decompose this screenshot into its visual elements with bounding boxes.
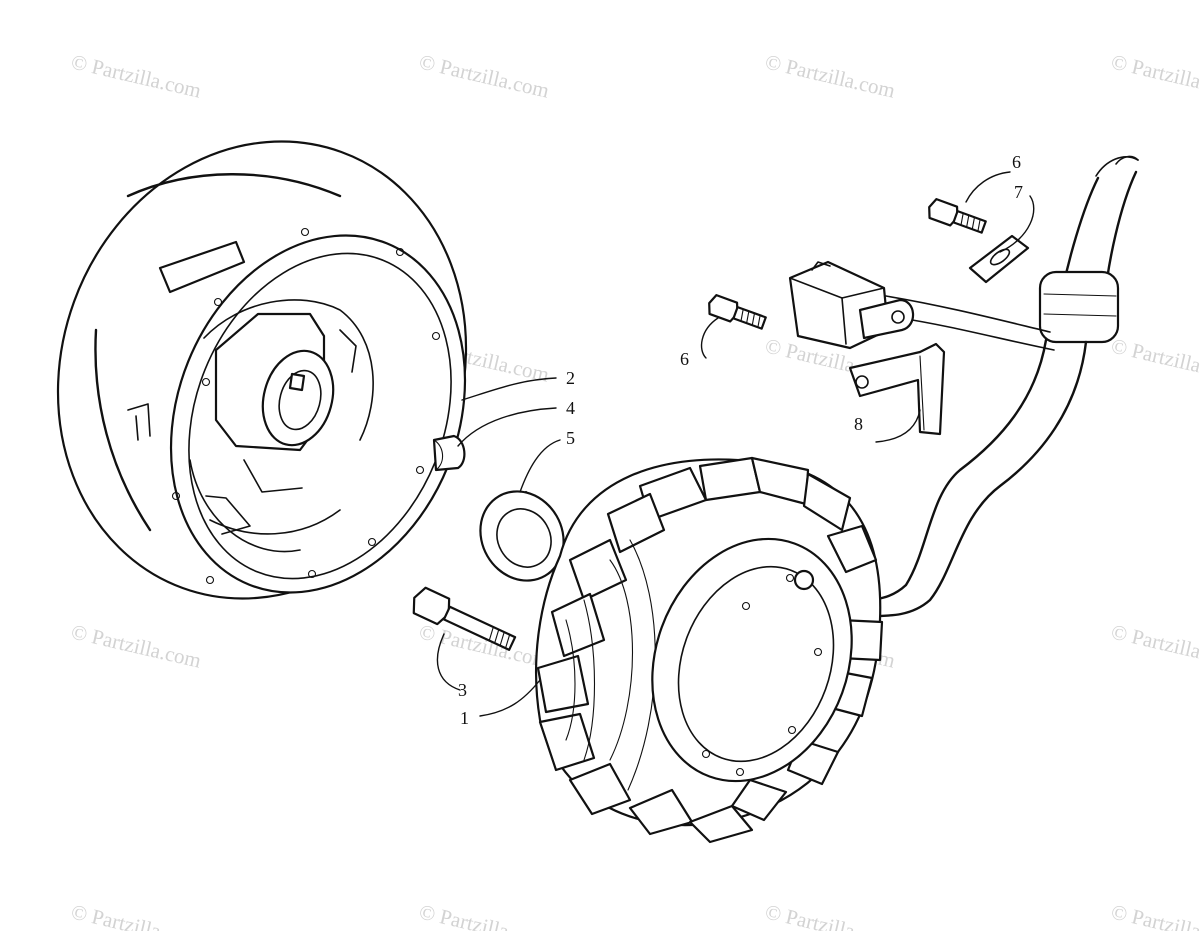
callout-label: 4 xyxy=(566,398,575,418)
leader-lines xyxy=(436,171,1035,717)
stator-icon xyxy=(534,456,884,844)
wire-harness-icon xyxy=(858,155,1139,618)
pickup-sensor-icon xyxy=(788,260,915,350)
grommet-icon xyxy=(1038,270,1120,344)
callout-label: 2 xyxy=(566,368,575,388)
callout-label: 7 xyxy=(1014,182,1023,202)
callout-label: 3 xyxy=(458,680,467,700)
callout-label: 6 xyxy=(1012,152,1021,172)
callout-labels: 2 4 5 3 1 6 6 7 8 xyxy=(458,152,1023,728)
bolt-icon xyxy=(412,586,517,651)
screw-icon xyxy=(708,294,767,330)
callout-label: 6 xyxy=(680,349,689,369)
collar-icon xyxy=(479,490,565,582)
watermark: © Partzilla.com xyxy=(763,49,898,102)
watermark: © Partzilla.com xyxy=(69,899,204,931)
watermark: © Partzilla.com xyxy=(69,49,204,102)
watermark: © Partzilla.com xyxy=(1109,619,1200,672)
flywheel-icon xyxy=(56,140,468,600)
watermark: © Partzilla.com xyxy=(1109,899,1200,931)
plate-icon xyxy=(968,234,1030,284)
watermark: © Partzilla.com xyxy=(69,619,204,672)
screw-icon xyxy=(928,198,987,234)
callout-label: 1 xyxy=(460,708,469,728)
watermark: © Partzilla.com xyxy=(763,899,898,931)
watermark: © Partzilla.com xyxy=(417,899,552,931)
watermark: © Partzilla.com xyxy=(1109,333,1200,386)
callout-label: 5 xyxy=(566,428,575,448)
watermark: © Partzilla.com xyxy=(1109,49,1200,102)
key-icon xyxy=(432,434,466,472)
callout-label: 8 xyxy=(854,414,863,434)
watermark: © Partzilla.com xyxy=(417,49,552,102)
bracket-icon xyxy=(848,342,946,436)
